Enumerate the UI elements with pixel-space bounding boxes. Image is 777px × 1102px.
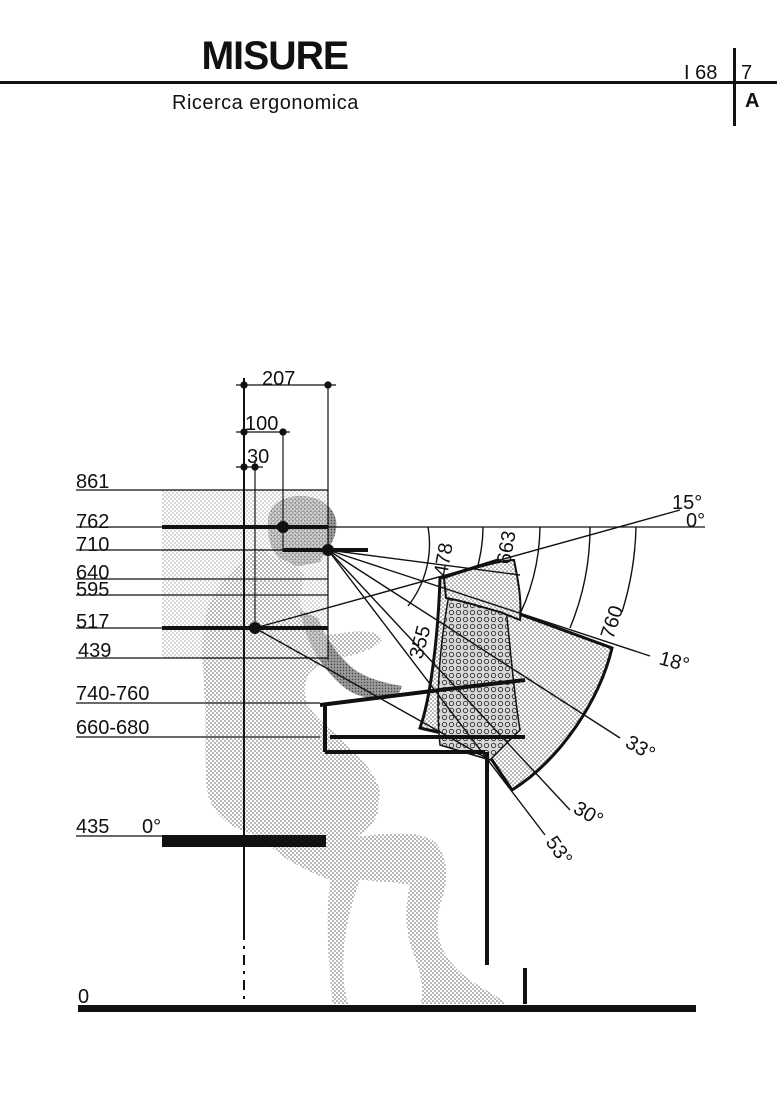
- floor-line: [78, 1005, 696, 1012]
- height-label-0: 0: [78, 986, 89, 1008]
- radius-label-663: 663: [493, 529, 520, 566]
- sheet-number: 7: [741, 62, 753, 84]
- seat-bar: [162, 835, 326, 847]
- seat-angle-label: 0°: [142, 816, 161, 838]
- angle-label-30: 30°: [570, 797, 607, 831]
- radius-label-760: 760: [597, 603, 628, 642]
- figure-leg: [270, 830, 505, 1004]
- height-label-861: 861: [76, 471, 109, 493]
- angle-label-18: 18°: [657, 648, 692, 677]
- sector-band: [442, 558, 522, 622]
- header-rule: [0, 81, 777, 84]
- dimension-lines: [236, 381, 336, 471]
- height-label-595: 595: [76, 579, 109, 601]
- desk: [319, 678, 527, 1004]
- angle-label-15: 15°: [672, 492, 702, 514]
- header-divider: [733, 48, 736, 126]
- sight-lines: [254, 509, 681, 836]
- width-label-30: 30: [247, 446, 269, 468]
- sheet-letter: A: [745, 90, 760, 112]
- page-subtitle: Ricerca ergonomica: [172, 92, 359, 114]
- height-label-660-680: 660-680: [76, 717, 149, 739]
- width-label-207: 207: [262, 368, 295, 390]
- height-label-640: 640: [76, 562, 109, 584]
- height-label-439: 439: [78, 640, 111, 662]
- eye-point-762: [277, 521, 289, 533]
- angle-label-0: 0°: [686, 510, 705, 532]
- height-label-740-760: 740-760: [76, 683, 149, 705]
- width-label-100: 100: [245, 413, 278, 435]
- height-label-435: 435: [76, 816, 109, 838]
- document-code: I 68: [684, 62, 718, 84]
- angle-label-53: 53°: [541, 832, 576, 869]
- radius-label-355: 355: [406, 623, 436, 661]
- height-label-710: 710: [76, 534, 109, 556]
- height-label-517: 517: [76, 611, 109, 633]
- angle-label-33: 33°: [622, 731, 659, 765]
- height-label-762: 762: [76, 511, 109, 533]
- page-title: MISURE: [201, 34, 349, 78]
